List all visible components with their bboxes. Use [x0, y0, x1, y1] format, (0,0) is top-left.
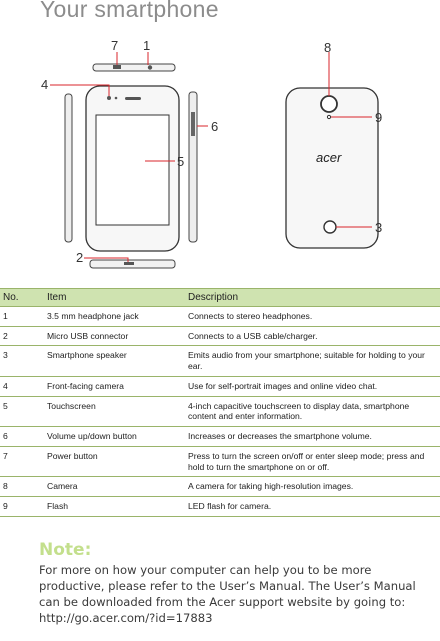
- row-no: 9: [0, 496, 44, 517]
- row-item: Micro USB connector: [44, 326, 185, 347]
- row-item: Camera: [44, 476, 185, 498]
- speaker-grille: [323, 220, 337, 234]
- note-box: Note: For more on how your computer can …: [39, 540, 434, 626]
- callout-6: 6: [211, 119, 218, 134]
- callout-5: 5: [177, 154, 184, 169]
- callout-3: 3: [375, 220, 382, 235]
- volume-rocker: [191, 112, 195, 136]
- components-table: No. Item Description 1 3.5 mm headphone …: [0, 288, 440, 517]
- row-no: 4: [0, 376, 44, 397]
- phone-front-view: [85, 85, 180, 252]
- callout-8: 8: [324, 40, 331, 55]
- acer-logo: acer: [316, 150, 342, 165]
- row-description: Increases or decreases the smartphone vo…: [185, 426, 440, 447]
- smartphone-diagram: acer 7 1 4 6 5 2 8 9 3: [41, 38, 382, 269]
- row-description: Connects to stereo headphones.: [185, 306, 440, 327]
- row-no: 3: [0, 345, 44, 377]
- row-item: Volume up/down button: [44, 426, 185, 447]
- phone-left-edge: [64, 93, 73, 243]
- row-no: 7: [0, 446, 44, 478]
- row-description: 4-inch capacitive touchscreen to display…: [185, 396, 440, 428]
- note-body: For more on how your computer can help y…: [39, 563, 416, 625]
- table-row: 9 Flash LED flash for camera.: [0, 496, 440, 517]
- row-item: Flash: [44, 496, 185, 517]
- phone-right-edge: [188, 91, 198, 243]
- row-description: LED flash for camera.: [185, 496, 440, 517]
- phone-bottom-view: [89, 259, 176, 269]
- row-no: 8: [0, 476, 44, 498]
- table-row: 3 Smartphone speaker Emits audio from yo…: [0, 345, 440, 377]
- flash-led: [326, 114, 332, 120]
- header-no: No.: [0, 288, 44, 307]
- table-row: 6 Volume up/down button Increases or dec…: [0, 426, 440, 447]
- phone-back-view: acer: [285, 87, 379, 249]
- callout-9: 9: [375, 110, 382, 125]
- table-row: 4 Front-facing camera Use for self-portr…: [0, 376, 440, 397]
- row-no: 5: [0, 396, 44, 428]
- callout-2: 2: [76, 250, 83, 265]
- callout-1: 1: [143, 38, 150, 53]
- callout-4: 4: [41, 77, 48, 92]
- row-description: Use for self-portrait images and online …: [185, 376, 440, 397]
- callout-lines: [50, 52, 372, 262]
- earpiece-slot: [125, 97, 141, 100]
- phone-top-view: [92, 63, 176, 72]
- table-row: 1 3.5 mm headphone jack Connects to ster…: [0, 306, 440, 327]
- table-header-row: No. Item Description: [0, 288, 440, 307]
- table-row: 5 Touchscreen 4-inch capacitive touchscr…: [0, 396, 440, 428]
- row-no: 6: [0, 426, 44, 447]
- header-description: Description: [185, 288, 440, 307]
- row-description: Emits audio from your smartphone; suitab…: [185, 345, 440, 377]
- table-row: 8 Camera A camera for taking high-resolu…: [0, 476, 440, 498]
- callout-7: 7: [111, 38, 118, 53]
- row-item: Front-facing camera: [44, 376, 185, 397]
- row-no: 2: [0, 326, 44, 347]
- front-camera-lens: [107, 96, 111, 100]
- row-item: Power button: [44, 446, 185, 478]
- row-description: Connects to a USB cable/charger.: [185, 326, 440, 347]
- note-heading: Note:: [39, 540, 92, 560]
- table-row: 2 Micro USB connector Connects to a USB …: [0, 326, 440, 347]
- rear-camera-lens: [320, 95, 338, 113]
- row-no: 1: [0, 306, 44, 327]
- row-description: A camera for taking high-resolution imag…: [185, 476, 440, 498]
- page-title: Your smartphone: [40, 0, 219, 22]
- row-item: Smartphone speaker: [44, 345, 185, 377]
- row-description: Press to turn the screen on/off or enter…: [185, 446, 440, 478]
- usb-port: [124, 262, 134, 265]
- row-item: 3.5 mm headphone jack: [44, 306, 185, 327]
- header-item: Item: [44, 288, 185, 307]
- table-row: 7 Power button Press to turn the screen …: [0, 446, 440, 478]
- row-item: Touchscreen: [44, 396, 185, 428]
